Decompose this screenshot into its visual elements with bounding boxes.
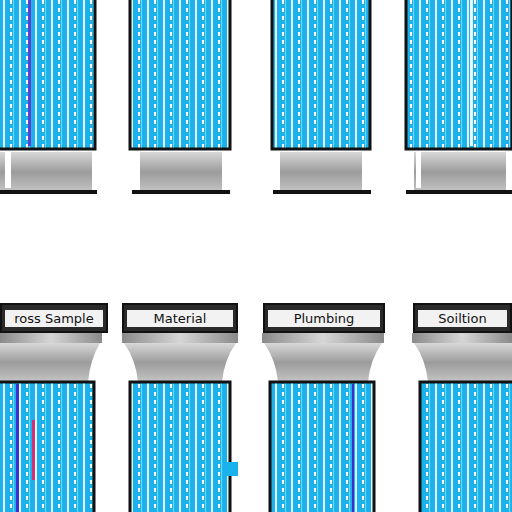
accent-line (32, 420, 35, 480)
column-base (280, 152, 362, 192)
bar-label: Material (127, 310, 233, 327)
column-base (414, 152, 506, 192)
column-base (0, 152, 92, 192)
column-panel (272, 0, 370, 149)
column-panel (0, 0, 95, 149)
column-panel (270, 382, 374, 512)
accent-line (470, 0, 473, 146)
bottom-columns (0, 333, 512, 512)
column-panel (406, 0, 512, 149)
label-bar: Material (122, 303, 238, 333)
base-line (0, 190, 97, 194)
bar-label: ross Sample (5, 310, 103, 327)
marker (224, 462, 238, 476)
flare (0, 343, 100, 382)
bar-label: Soiltion (418, 310, 507, 327)
column-panel (130, 382, 230, 512)
label-bar: ross Sample (0, 303, 108, 333)
accent-line (352, 384, 354, 512)
label-bar: Plumbing (263, 303, 385, 333)
top-columns (0, 0, 512, 194)
base-line (273, 190, 371, 194)
column-base (416, 152, 421, 188)
base-line (406, 190, 512, 194)
bar-rim (262, 333, 384, 343)
flare (414, 343, 512, 382)
column-base (140, 152, 222, 192)
accent-line (28, 0, 31, 146)
bar-rim (0, 333, 102, 343)
bar-rim (412, 333, 512, 343)
column-base (5, 152, 11, 188)
column-panel (0, 382, 94, 512)
label-bar: Soiltion (413, 303, 512, 333)
accent-line (16, 384, 19, 512)
base-line (132, 190, 230, 194)
column-panel (420, 382, 512, 512)
column-panel (130, 0, 230, 149)
bar-label: Plumbing (268, 310, 380, 327)
bar-rim (122, 333, 238, 343)
flare (264, 343, 382, 382)
flare (124, 343, 236, 382)
